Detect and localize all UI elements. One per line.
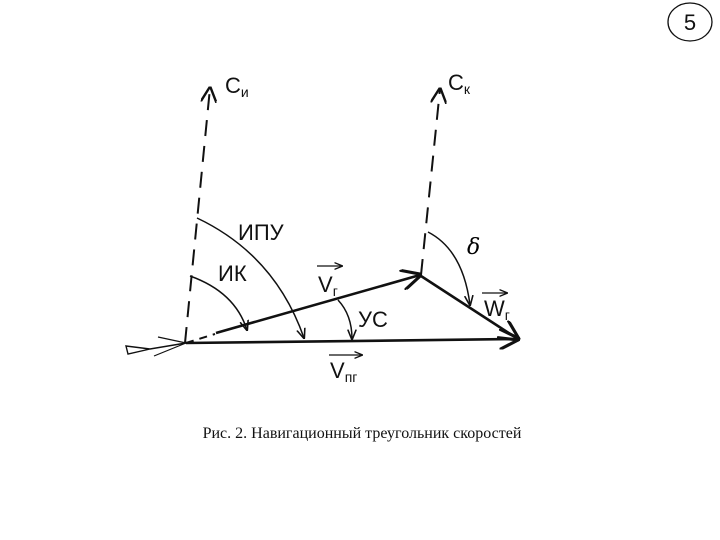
label-ik: ИК <box>218 261 247 286</box>
label-c-k: Cк <box>448 70 471 97</box>
aircraft-icon <box>125 336 187 357</box>
label-ipu: ИПУ <box>238 220 285 245</box>
label-v-g: Vг <box>318 272 338 299</box>
page-number-circle <box>667 2 713 42</box>
heading-extension-line <box>185 333 216 344</box>
figure-caption: Рис. 2. Навигационный треугольник скорос… <box>203 425 522 442</box>
vector-overbars <box>317 266 507 355</box>
label-v-pg: Vпг <box>330 358 357 385</box>
label-w-g: Wг <box>484 296 510 323</box>
page-number-badge: 5 <box>667 2 713 42</box>
ipu-angle-arc <box>196 217 304 338</box>
airspeed-vector <box>215 275 420 335</box>
label-us: УС <box>358 307 388 332</box>
us-angle-arc <box>337 299 352 339</box>
page-number: 5 <box>684 10 696 35</box>
ground-speed-vector <box>185 339 518 343</box>
delta-angle-arc <box>427 231 470 305</box>
label-c-i: Cи <box>225 73 249 100</box>
compass-meridian-line <box>420 89 440 276</box>
true-meridian-line <box>184 88 210 344</box>
label-delta: δ <box>467 235 480 260</box>
ik-angle-arc <box>189 275 247 330</box>
wind-vector <box>420 274 518 339</box>
